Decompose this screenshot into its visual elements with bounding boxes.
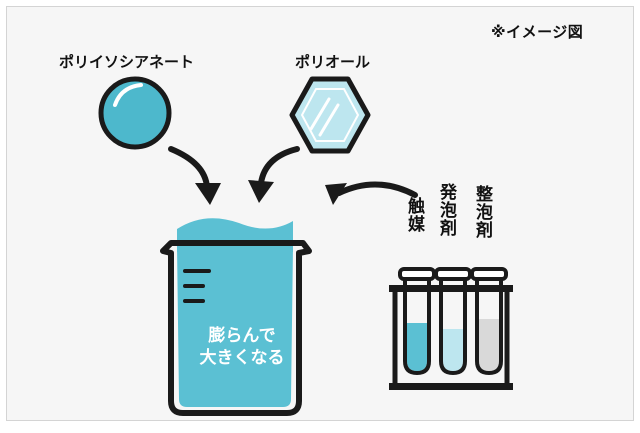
foaming-agent-label: 発泡剤: [436, 183, 456, 237]
illustration: [98, 76, 513, 416]
arrow-from-additives: [325, 181, 418, 205]
beaker-caption-line2: 大きくなる: [199, 348, 285, 368]
isocyanate-sphere: [98, 76, 172, 150]
test-tube-catalyst: [398, 267, 436, 376]
regulator-label: 整泡剤: [472, 185, 492, 239]
arrow-from-polyol: [248, 146, 300, 203]
polyol-hexagon: [289, 76, 371, 154]
image-note: ※イメージ図: [491, 23, 584, 41]
diagram-frame: ※イメージ図 ポリイソシアネート ポリオール 触媒 発泡剤 整泡剤 膨らんで 大…: [6, 6, 634, 421]
beaker-caption: 膨らんで 大きくなる: [187, 325, 297, 369]
catalyst-label: 触媒: [404, 197, 424, 233]
test-tube-rack: [389, 267, 513, 390]
test-tube-foaming-agent: [434, 267, 472, 376]
isocyanate-label: ポリイソシアネート: [59, 53, 195, 71]
test-tube-regulator: [470, 267, 508, 376]
polyol-label: ポリオール: [295, 53, 371, 71]
beaker: [160, 218, 312, 416]
beaker-caption-line1: 膨らんで: [208, 326, 276, 346]
arrow-from-isocyanate: [168, 146, 221, 205]
